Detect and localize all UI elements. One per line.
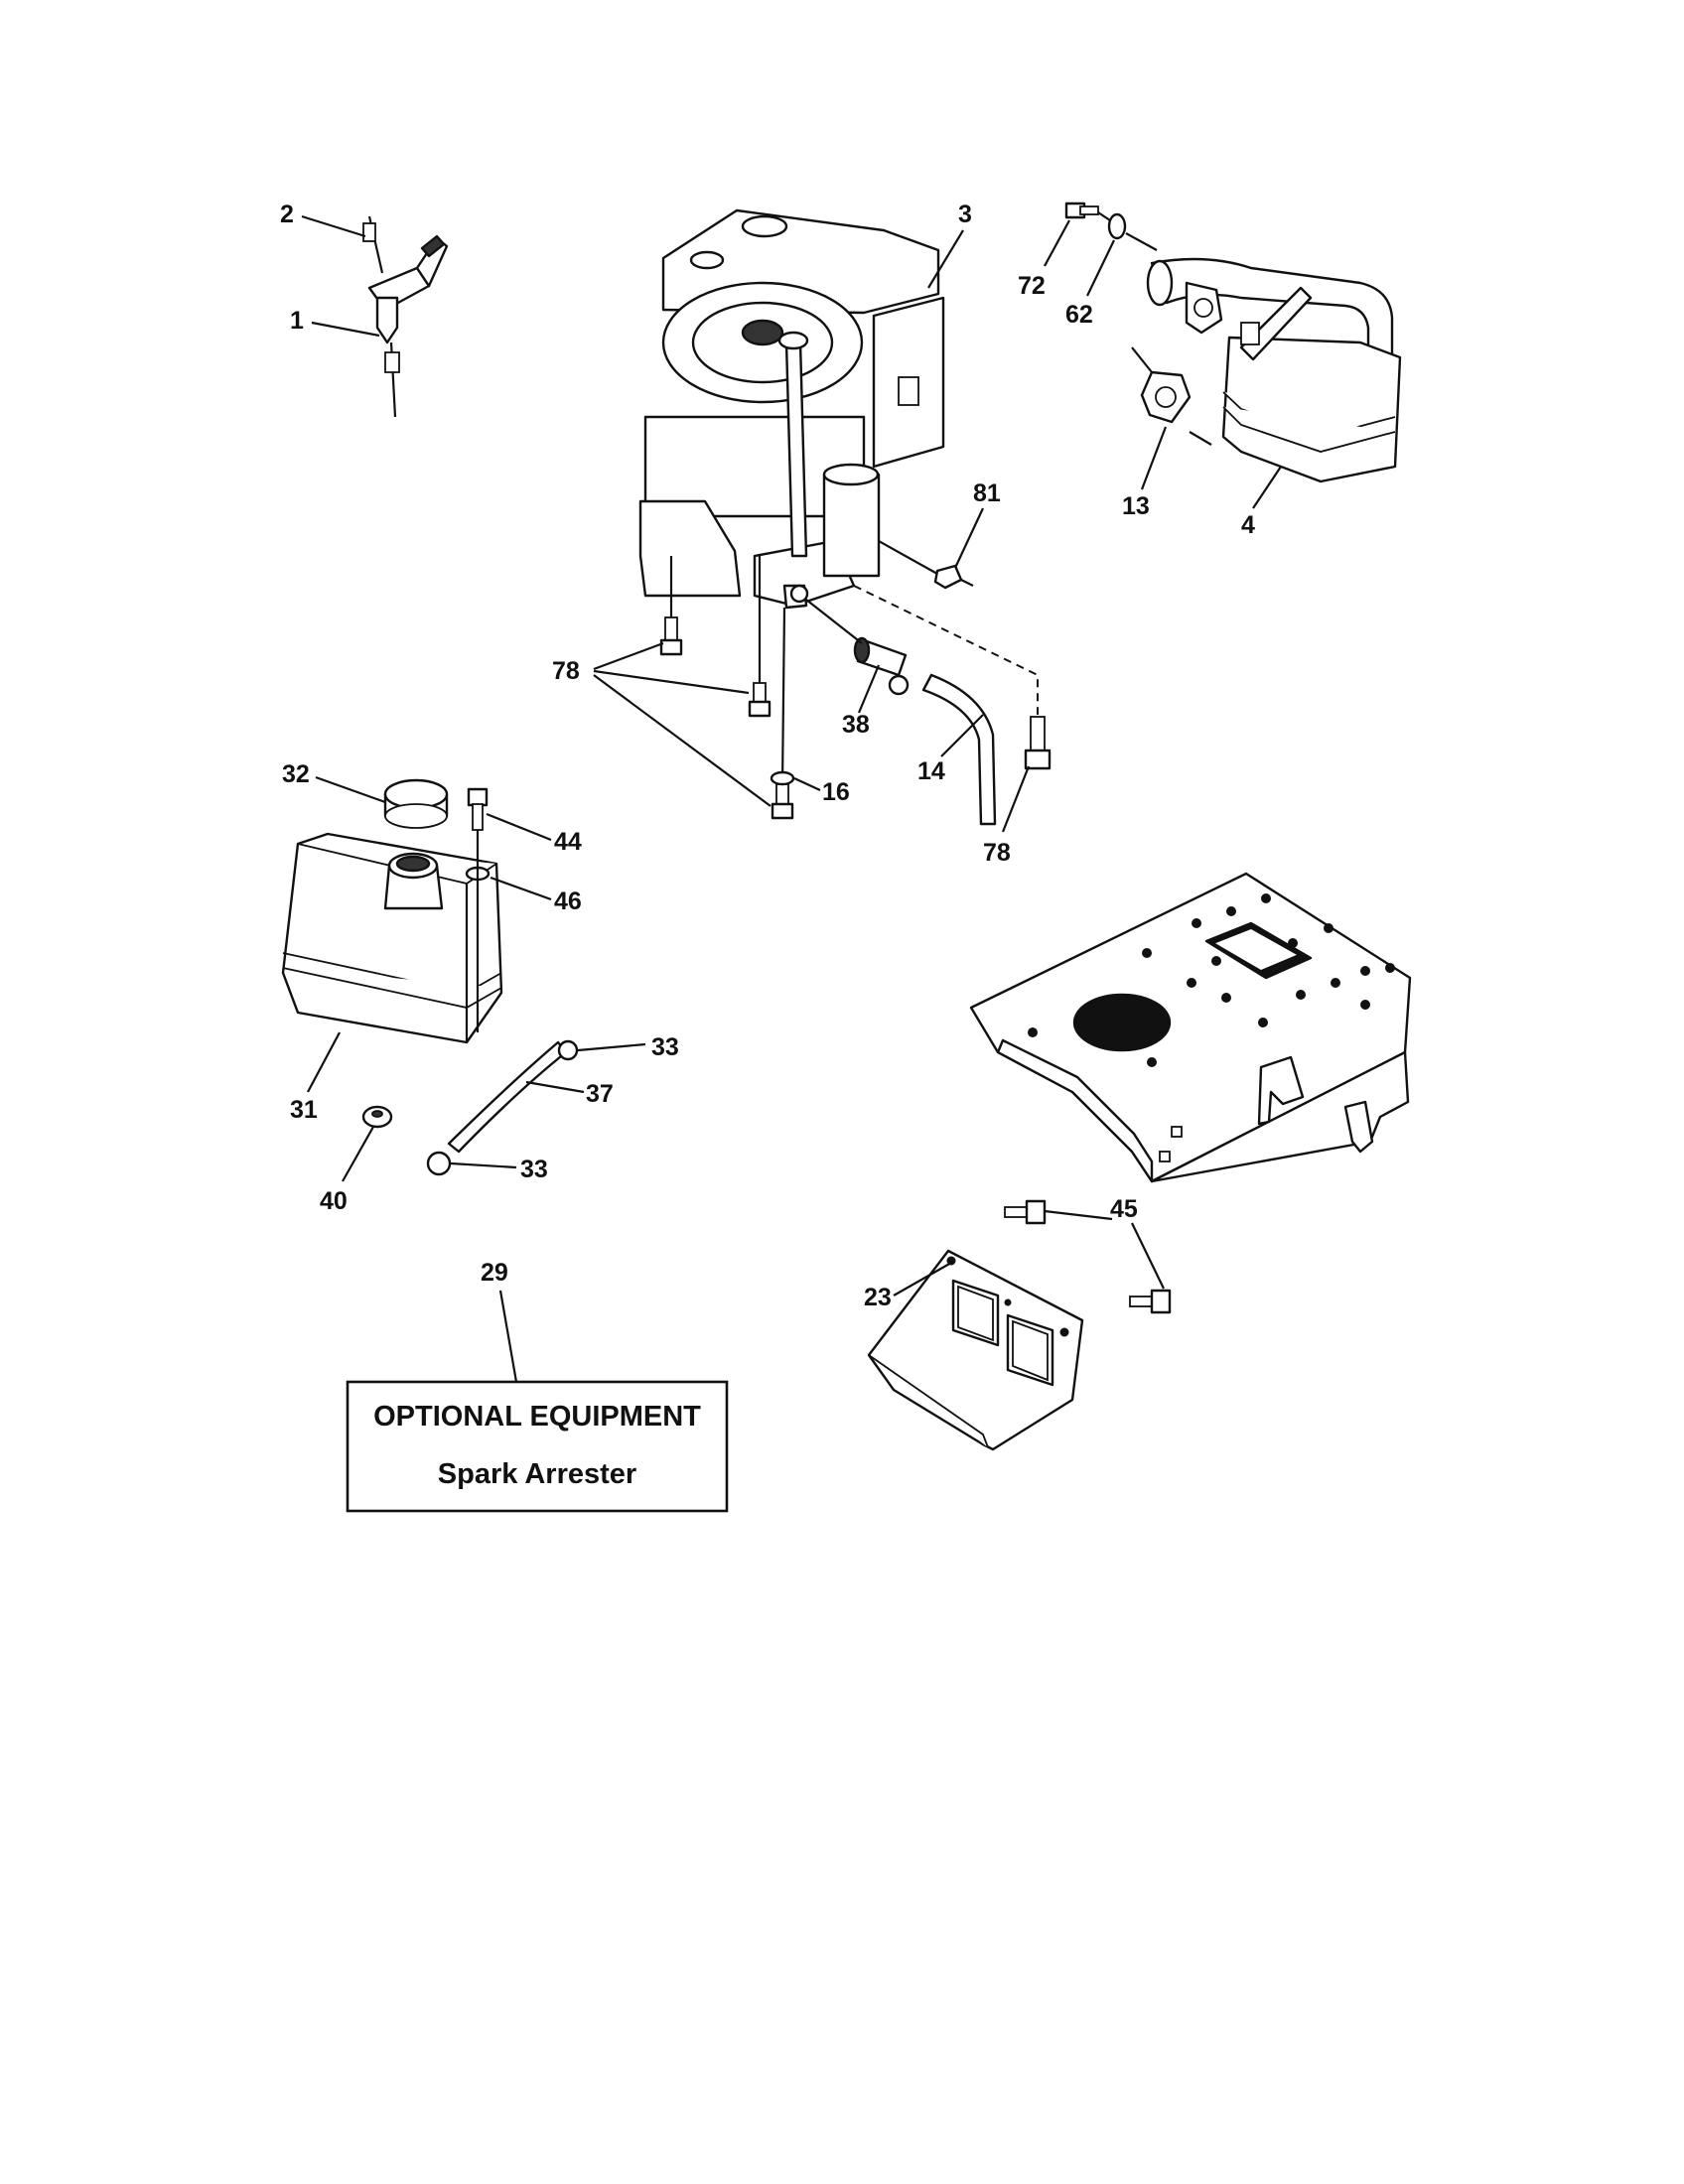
callout-14: 14: [917, 757, 945, 785]
washer-icon: [770, 770, 795, 786]
callout-44: 44: [554, 828, 582, 856]
callout-46: 46: [554, 887, 582, 915]
callout-16: 16: [822, 778, 850, 806]
callout-78-left: 78: [552, 657, 580, 685]
throttle-control-icon: [362, 215, 449, 418]
callout-37: 37: [586, 1080, 614, 1108]
callout-31: 31: [290, 1096, 318, 1124]
callout-29: 29: [481, 1259, 508, 1287]
callout-81: 81: [973, 479, 1001, 507]
muffler-icon: [1146, 257, 1402, 483]
callout-23: 23: [864, 1284, 892, 1311]
mount-bolt-icon: [659, 556, 794, 820]
mount-bolt-right-icon: [1024, 716, 1052, 770]
callout-4: 4: [1241, 511, 1255, 539]
callout-13: 13: [1122, 492, 1150, 520]
grommet-icon: [361, 1105, 393, 1129]
callout-45: 45: [1110, 1195, 1138, 1223]
callout-62: 62: [1065, 301, 1093, 329]
fuel-cap-icon: [383, 778, 449, 829]
callout-78-right: 78: [983, 839, 1011, 867]
fuel-fitting-icon: [805, 599, 910, 696]
engine-icon: [638, 208, 945, 610]
exhaust-screw-icon: [1064, 202, 1158, 251]
callout-2: 2: [280, 201, 294, 228]
callout-72: 72: [1018, 272, 1046, 300]
gasket-icon: [1131, 346, 1212, 446]
nut-icon: [878, 540, 974, 590]
callout-33-bottom: 33: [520, 1156, 548, 1183]
heat-shield-icon: [867, 1249, 1084, 1451]
fuel-line-icon: [426, 1039, 579, 1176]
callout-40: 40: [320, 1187, 348, 1215]
optional-equipment-subtitle: Spark Arrester: [438, 1458, 636, 1490]
fuel-hose-icon: [921, 673, 997, 826]
engine-mounting-plate-icon: [969, 872, 1412, 1183]
optional-equipment-box: OPTIONAL EQUIPMENT Spark Arrester: [346, 1380, 729, 1513]
callout-38: 38: [842, 711, 870, 739]
callout-33-top: 33: [651, 1033, 679, 1061]
optional-equipment-title: OPTIONAL EQUIPMENT: [373, 1401, 701, 1433]
callout-1: 1: [290, 307, 304, 335]
callout-32: 32: [282, 760, 310, 788]
fuel-tank-icon: [281, 832, 503, 1044]
shield-screw-icon: [1004, 1199, 1172, 1314]
callout-3: 3: [958, 201, 972, 228]
tank-bolt-icon: [465, 787, 491, 1032]
